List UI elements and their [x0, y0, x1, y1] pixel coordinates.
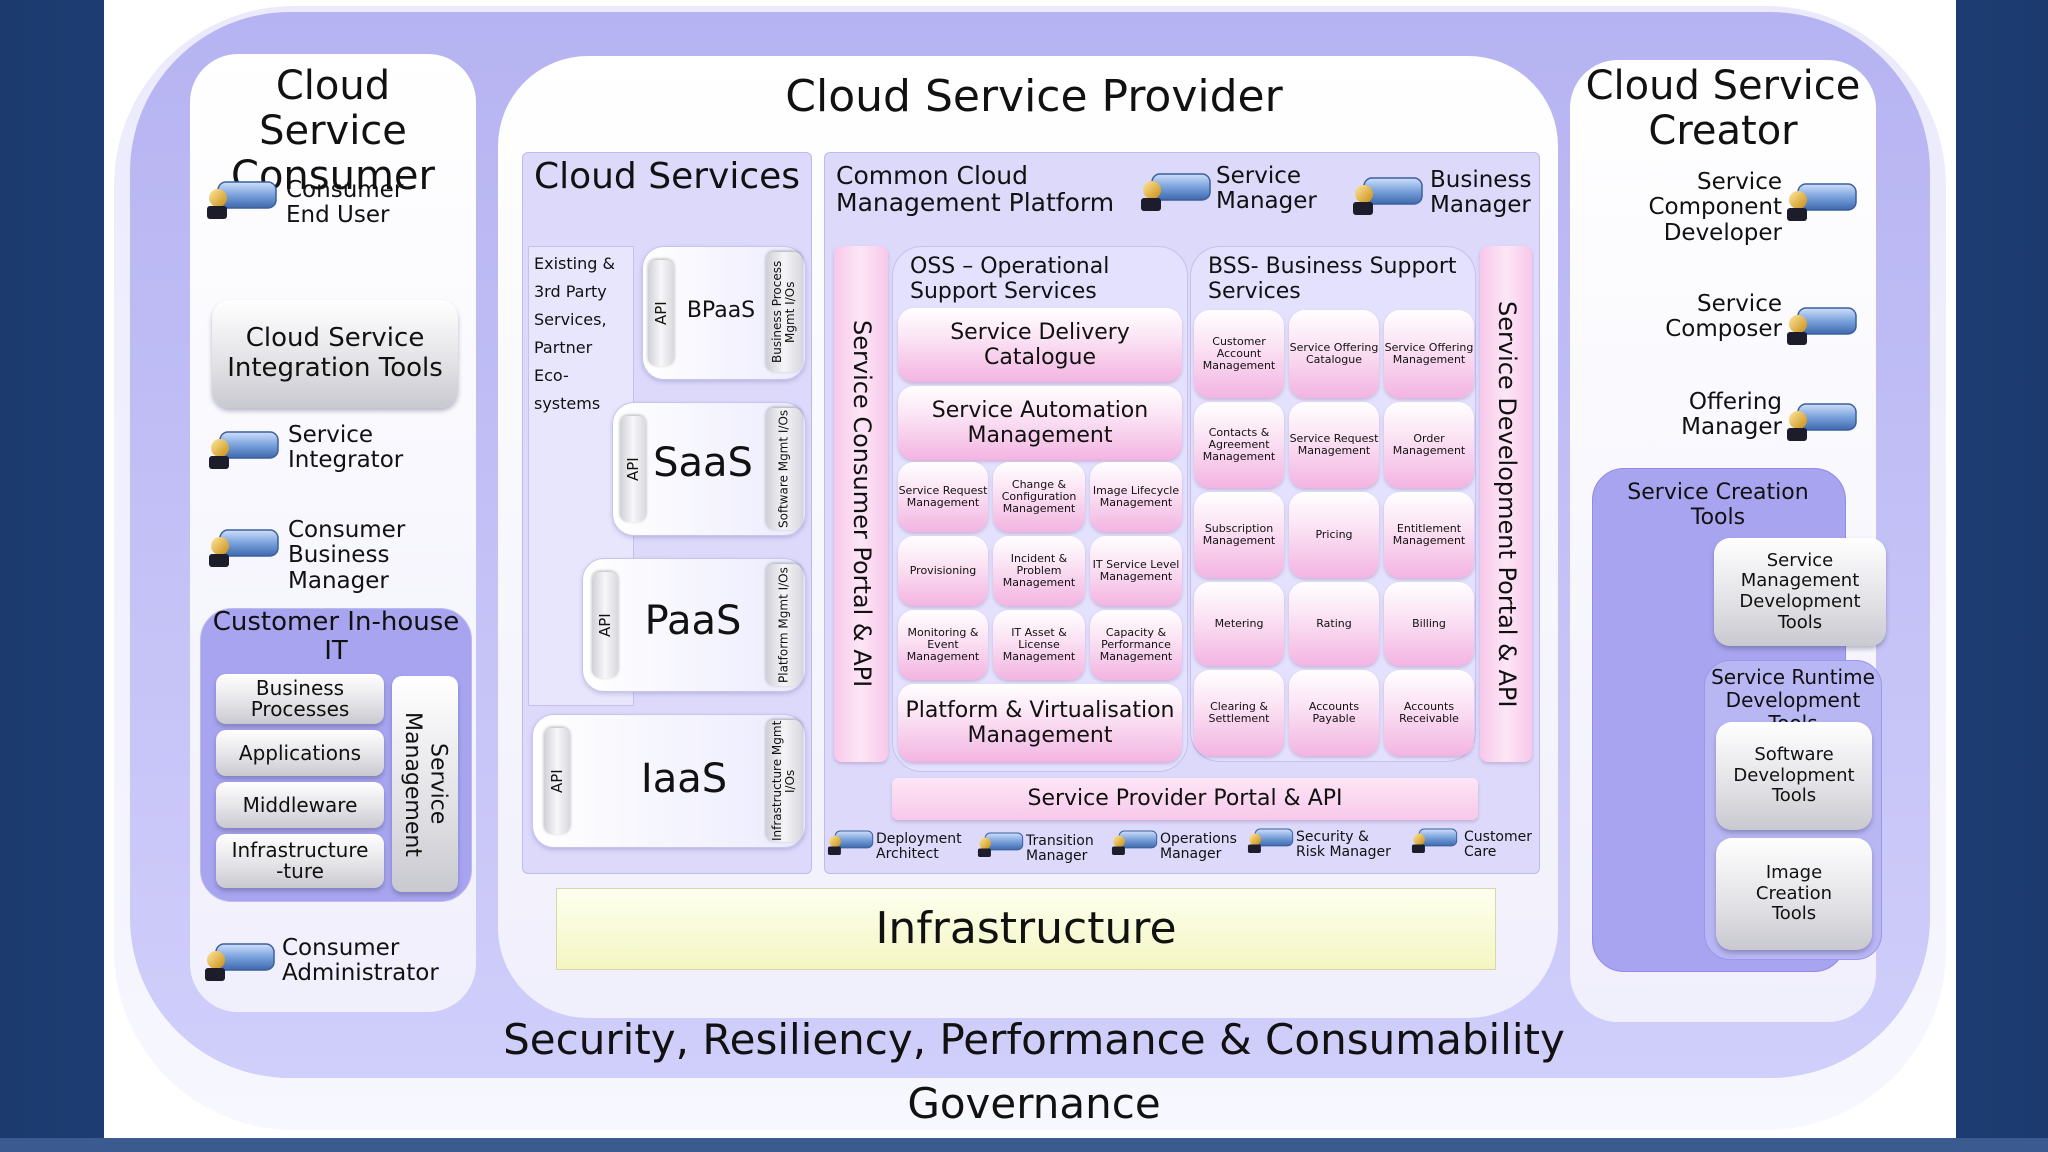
- service-composer-icon: [1784, 304, 1858, 346]
- bss-title: BSS- Business Support Services: [1208, 254, 1457, 305]
- consumer-administrator-icon: [202, 940, 276, 982]
- inhouse-applications[interactable]: Applications: [216, 730, 384, 776]
- platform-virtualisation-management[interactable]: Platform & Virtualisation Management: [898, 684, 1182, 762]
- bpaas-label: BPaaS: [686, 298, 756, 323]
- slide: Cloud Service Consumer Consumer End User…: [104, 0, 1956, 1138]
- saas-api: API: [620, 416, 646, 522]
- runtime-tools-title: Service Runtime Development Tools: [1711, 665, 1875, 735]
- bpaas-mgmt: Business Process Mgmt I/Os: [766, 252, 802, 372]
- service-integrator-icon: [206, 428, 280, 470]
- service-manager-icon: [1138, 170, 1212, 212]
- bss-cell-11[interactable]: Rating: [1289, 582, 1379, 666]
- service-consumer-portal[interactable]: Service Consumer Portal & API: [834, 246, 888, 762]
- infrastructure-label: Infrastructure: [875, 902, 1177, 954]
- software-development-tools[interactable]: Software Development Tools: [1716, 722, 1872, 830]
- bss-cell-12[interactable]: Billing: [1384, 582, 1474, 666]
- inhouse-infrastructure[interactable]: Infrastructure -ture: [216, 834, 384, 888]
- oss-cell-4[interactable]: Provisioning: [898, 536, 988, 606]
- cloud-services-title: Cloud Services: [533, 156, 801, 197]
- service-component-developer-icon: [1784, 180, 1858, 222]
- consumer-end-user-icon: [204, 178, 278, 220]
- governance-label: Governance: [907, 1079, 1161, 1128]
- consumer-business-manager-icon: [206, 526, 280, 568]
- role-customer-care: Customer Care: [1464, 829, 1533, 860]
- oss-cell-8[interactable]: IT Asset & License Management: [993, 610, 1085, 680]
- role-service-manager: Service Manager: [1216, 163, 1317, 215]
- operations-manager-icon: [1110, 828, 1158, 856]
- provider-title: Cloud Service Provider: [785, 71, 1283, 122]
- role-consumer-business-manager: Consumer Business Manager: [288, 517, 406, 594]
- role-security-risk-manager: Security & Risk Manager: [1296, 829, 1391, 860]
- bss-cell-9[interactable]: Entitlement Management: [1384, 492, 1474, 578]
- role-business-manager: Business Manager: [1430, 167, 1532, 219]
- infrastructure-bar[interactable]: Infrastructure: [556, 888, 1496, 970]
- role-transition-manager: Transition Manager: [1026, 833, 1094, 864]
- role-offering-manager: Offering Manager: [1681, 389, 1782, 441]
- inhouse-business-processes[interactable]: Business Processes: [216, 674, 384, 724]
- oss-cell-1[interactable]: Service Request Management: [898, 462, 988, 532]
- security-label: Security, Resiliency, Performance & Cons…: [503, 1015, 1565, 1064]
- iaas-box[interactable]: [532, 714, 806, 848]
- role-consumer-administrator: Consumer Administrator: [282, 935, 439, 987]
- transition-manager-icon: [976, 830, 1024, 858]
- service-automation-management[interactable]: Service Automation Management: [898, 386, 1182, 460]
- oss-cell-3[interactable]: Image Lifecycle Management: [1090, 462, 1182, 532]
- inhouse-title: Customer In-house IT: [212, 607, 460, 667]
- iaas-label: IaaS: [640, 756, 728, 802]
- service-development-portal[interactable]: Service Development Portal & API: [1480, 246, 1532, 762]
- oss-cell-5[interactable]: Incident & Problem Management: [993, 536, 1085, 606]
- image-creation-tools[interactable]: Image Creation Tools: [1716, 838, 1872, 950]
- bss-cell-4[interactable]: Contacts & Agreement Management: [1194, 402, 1284, 488]
- inhouse-middleware[interactable]: Middleware: [216, 782, 384, 828]
- customer-care-icon: [1410, 826, 1458, 854]
- saas-mgmt: Software Mgmt I/Os: [766, 408, 802, 530]
- bss-cell-13[interactable]: Clearing & Settlement: [1194, 670, 1284, 756]
- inhouse-service-management[interactable]: Service Management: [392, 676, 458, 892]
- service-delivery-catalogue[interactable]: Service Delivery Catalogue: [898, 308, 1182, 382]
- role-deployment-architect: Deployment Architect: [876, 831, 962, 862]
- existing-services-label: Existing & 3rd Party Services, Partner E…: [534, 254, 615, 413]
- role-consumer-end-user: Consumer End User: [286, 177, 404, 229]
- service-provider-portal[interactable]: Service Provider Portal & API: [892, 778, 1478, 820]
- oss-cell-2[interactable]: Change & Configuration Management: [993, 462, 1085, 532]
- creator-title: Cloud Service Creator: [1585, 63, 1861, 154]
- bss-cell-15[interactable]: Accounts Receivable: [1384, 670, 1474, 756]
- oss-cell-6[interactable]: IT Service Level Management: [1090, 536, 1182, 606]
- bss-cell-7[interactable]: Subscription Management: [1194, 492, 1284, 578]
- role-operations-manager: Operations Manager: [1160, 831, 1237, 862]
- consumer-title: Cloud Service Consumer: [231, 63, 435, 199]
- bss-cell-10[interactable]: Metering: [1194, 582, 1284, 666]
- paas-label: PaaS: [644, 598, 742, 644]
- bss-cell-14[interactable]: Accounts Payable: [1289, 670, 1379, 756]
- bss-cell-6[interactable]: Order Management: [1384, 402, 1474, 488]
- service-management-development-tools-final[interactable]: Service Management Development Tools: [1714, 538, 1886, 646]
- paas-api: API: [592, 572, 618, 678]
- bss-cell-8[interactable]: Pricing: [1289, 492, 1379, 578]
- oss-title: OSS – Operational Support Services: [910, 254, 1110, 305]
- saas-label: SaaS: [653, 440, 753, 486]
- security-risk-manager-icon: [1246, 826, 1294, 854]
- iaas-mgmt: Infrastructure Mgmt I/Os: [766, 720, 802, 842]
- offering-manager-icon: [1784, 400, 1858, 442]
- oss-cell-7[interactable]: Monitoring & Event Management: [898, 610, 988, 680]
- deployment-architect-icon: [826, 828, 874, 856]
- paas-mgmt: Platform Mgmt I/Os: [766, 564, 802, 686]
- integration-tools-label: Cloud Service Integration Tools: [227, 323, 443, 383]
- bss-cell-5[interactable]: Service Request Management: [1289, 402, 1379, 488]
- role-service-integrator: Service Integrator: [288, 422, 404, 474]
- oss-cell-9[interactable]: Capacity & Performance Management: [1090, 610, 1182, 680]
- bpaas-api: API: [648, 260, 674, 366]
- business-manager-icon: [1350, 174, 1424, 216]
- bss-cell-3[interactable]: Service Offering Management: [1384, 310, 1474, 398]
- ccmp-title: Common Cloud Management Platform: [836, 161, 1115, 217]
- smdt-label: Service Management Development Tools: [1739, 549, 1861, 633]
- role-service-composer: Service Composer: [1665, 291, 1782, 343]
- role-service-component-developer: Service Component Developer: [1648, 169, 1782, 246]
- iaas-api: API: [544, 728, 570, 834]
- cloud-service-integration-tools[interactable]: Cloud Service Integration Tools: [212, 300, 458, 408]
- creation-tools-title: Service Creation Tools: [1627, 480, 1809, 531]
- bss-cell-2[interactable]: Service Offering Catalogue: [1289, 310, 1379, 398]
- bottom-bar: [0, 1138, 2048, 1152]
- bss-cell-1[interactable]: Customer Account Management: [1194, 310, 1284, 398]
